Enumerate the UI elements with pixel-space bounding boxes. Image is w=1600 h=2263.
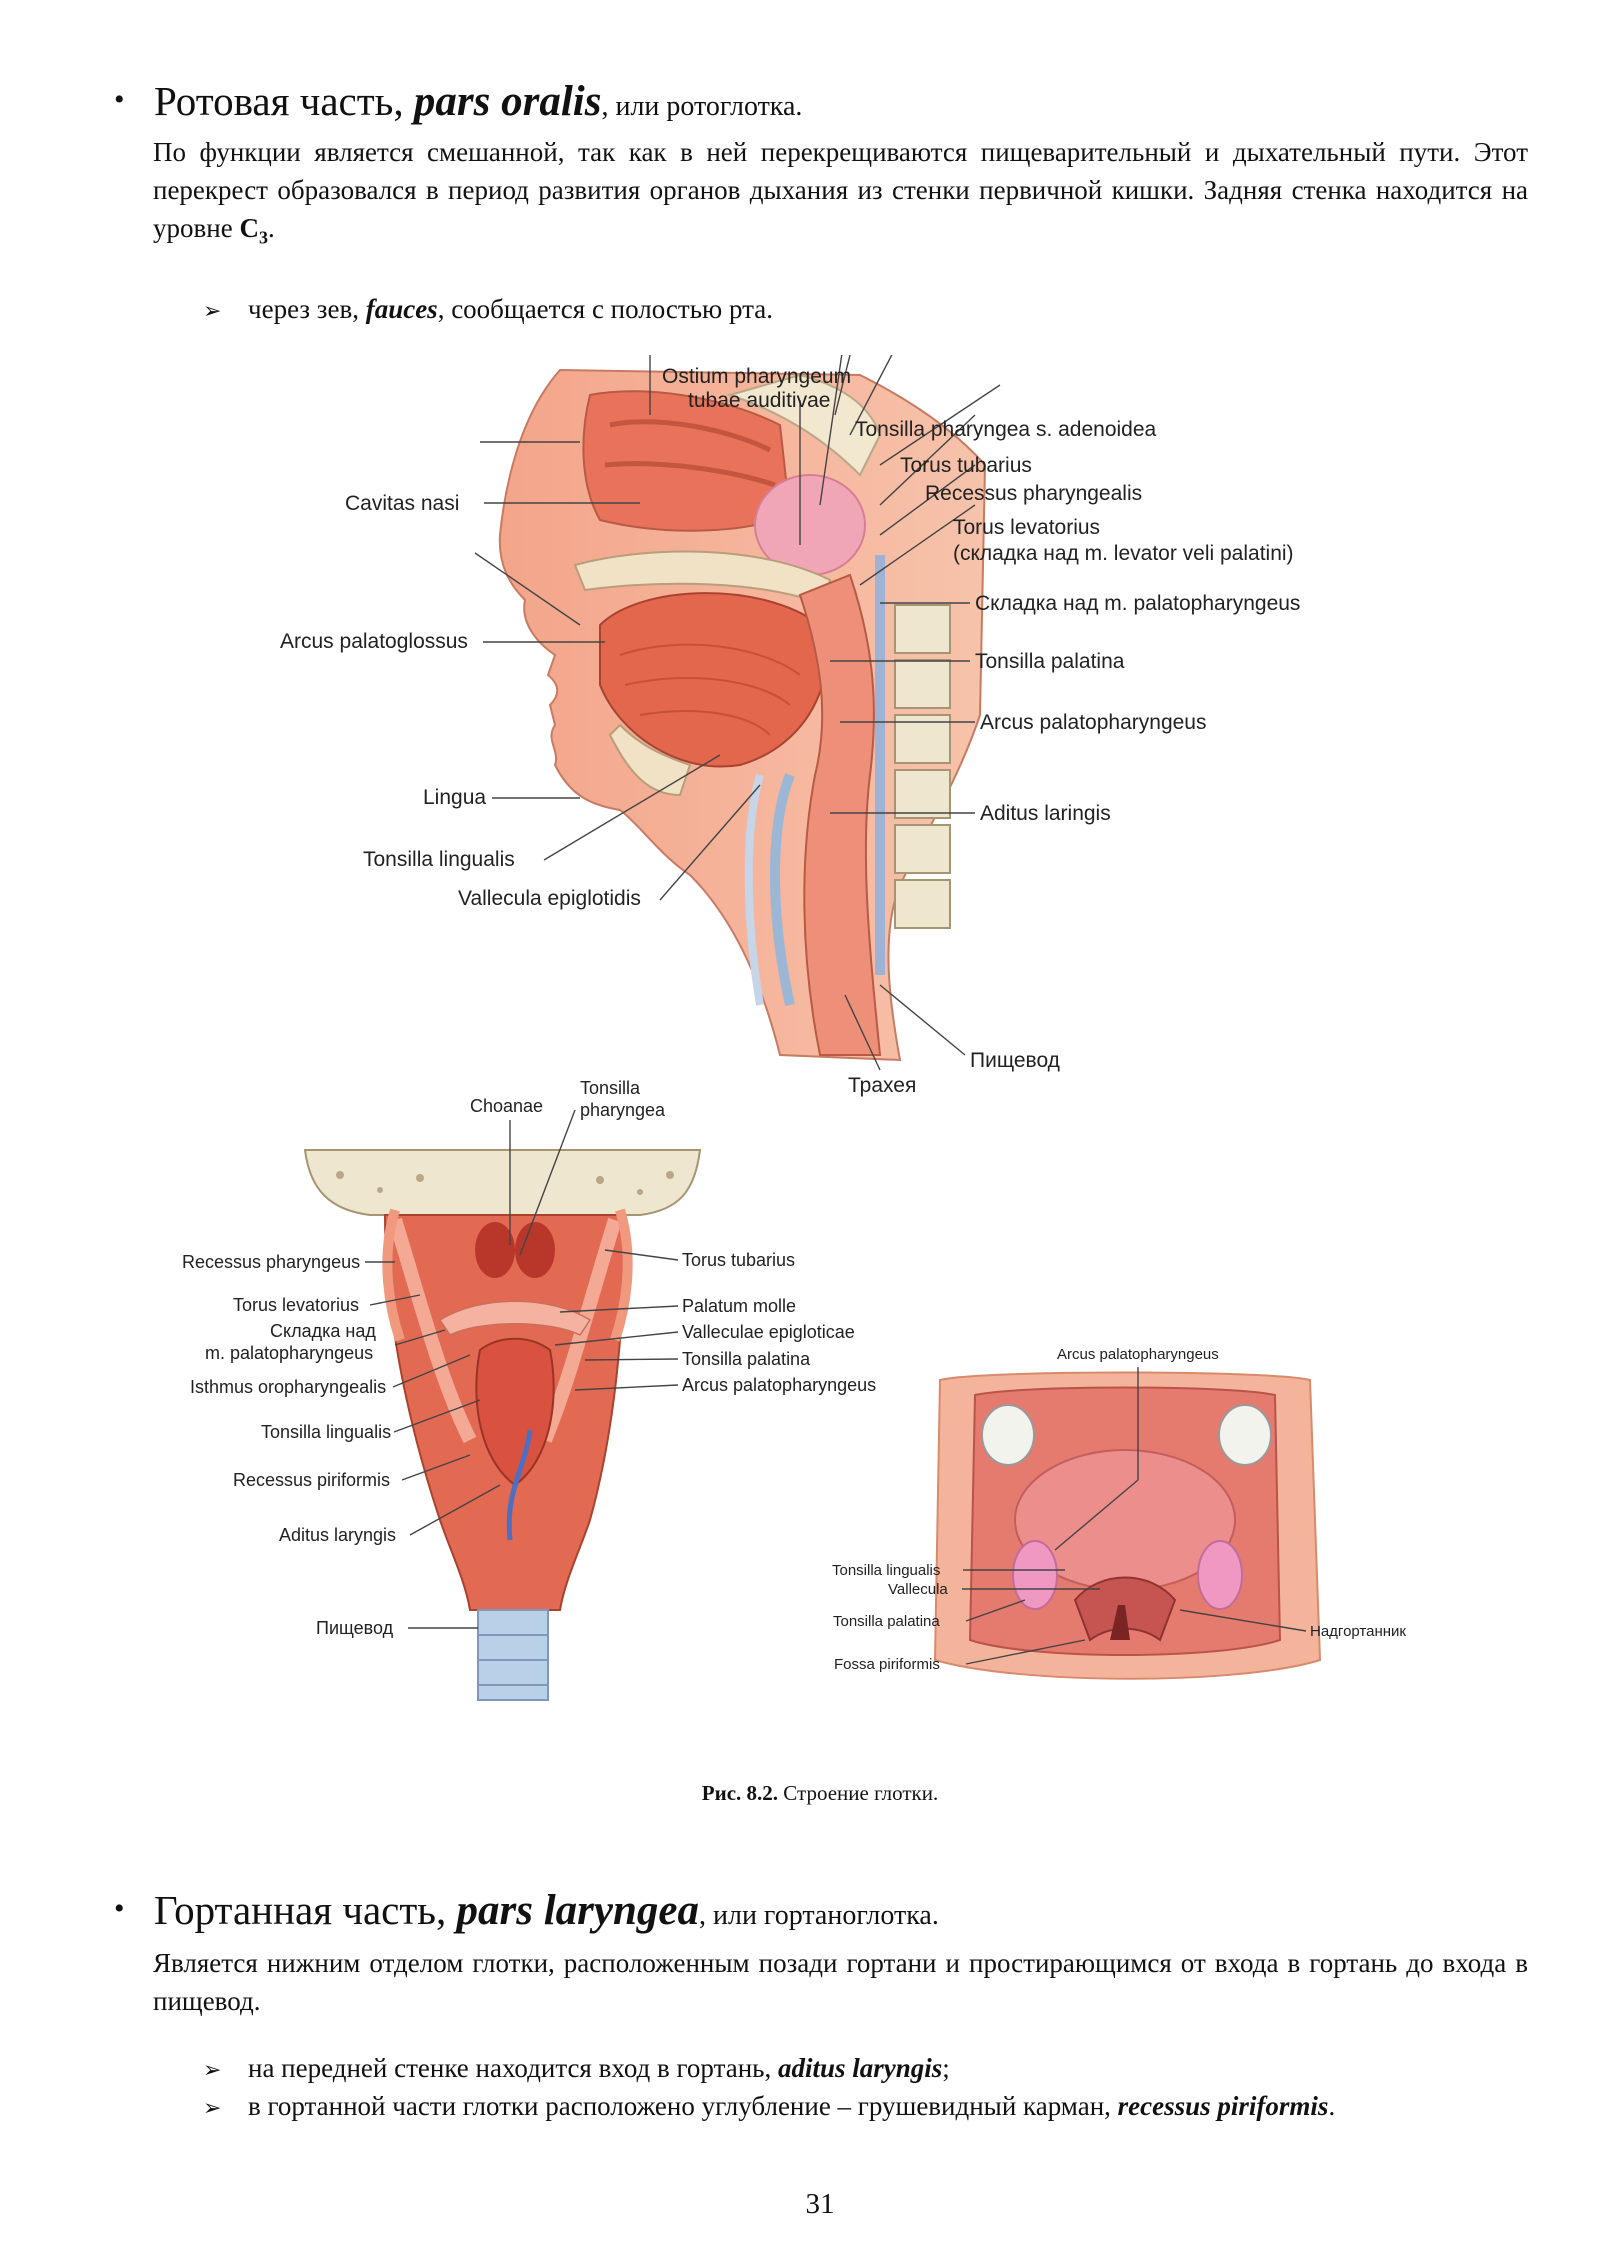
label-arcus: Arcus palatopharyngeus bbox=[682, 1375, 876, 1395]
label-tonsilla-lingualis: Tonsilla lingualis bbox=[261, 1422, 391, 1442]
label-traheya: Трахея bbox=[848, 1074, 916, 1097]
label-tonsilla-1: Tonsilla bbox=[580, 1080, 641, 1098]
label-recessus-pharyngeus: Recessus pharyngeus bbox=[182, 1252, 360, 1272]
label-valleculae: Valleculae epigloticae bbox=[682, 1322, 855, 1342]
label-nadgortannik: Надгортанник bbox=[1310, 1623, 1406, 1640]
label-pishchevod: Пищевод bbox=[970, 1049, 1060, 1072]
label-ostium-1: Ostium pharyngeum bbox=[662, 365, 851, 388]
arrow-bullet-icon: ➢ bbox=[203, 2096, 222, 2121]
label-arcus: Arcus palatopharyngeus bbox=[1057, 1346, 1219, 1363]
figure-oral-view: Arcus palatopharyngeus Tonsilla linguali… bbox=[832, 1346, 1406, 1680]
posterior-skull-base bbox=[303, 1149, 702, 1216]
tooth-left bbox=[981, 1404, 1035, 1466]
pharynx-column bbox=[798, 573, 882, 1056]
label-isthmus: Isthmus oropharyngealis bbox=[190, 1377, 386, 1397]
label-tonsilla-2: pharyngea bbox=[580, 1100, 666, 1120]
arrow-bullet-icon: ➢ bbox=[203, 2058, 222, 2083]
figure-sagittal-section: Ostium pharyngeum tubae auditivae Tonsil… bbox=[280, 355, 1300, 1097]
label-torus-tubarius: Torus tubarius bbox=[900, 454, 1032, 477]
bullet-dot: • bbox=[114, 83, 125, 116]
bullet-aditus: ➢на передней стенке находится вход в гор… bbox=[203, 2049, 950, 2090]
bullet-recessus: ➢в гортанной части глотки расположено уг… bbox=[203, 2087, 1528, 2128]
label-tonsilla-lingualis: Tonsilla lingualis bbox=[832, 1562, 940, 1579]
label-tonsilla-lingualis: Tonsilla lingualis bbox=[363, 848, 515, 871]
label-vallecula: Vallecula epiglotidis bbox=[458, 887, 641, 910]
label-arcus-palatoglossus: Arcus palatoglossus bbox=[280, 630, 468, 653]
figure-caption: Рис. 8.2. Строение глотки. bbox=[701, 1781, 939, 1805]
label-tonsilla-pharyngea: Tonsilla pharyngea s. adenoidea bbox=[855, 418, 1157, 441]
bullet-fauces: ➢через зев, fauces, сообщается с полость… bbox=[203, 290, 773, 331]
skull-base bbox=[726, 373, 882, 477]
label-vallecula: Vallecula bbox=[888, 1581, 948, 1598]
section-paragraph-laryngeal: Является нижним отделом глотки, располож… bbox=[153, 1948, 1528, 2016]
label-pishchevod: Пищевод bbox=[316, 1618, 394, 1638]
section-heading-laryngeal: •Гортанная часть, pars laryngea, или гор… bbox=[114, 1887, 939, 1934]
section-heading-oral: •Ротовая часть, pars oralis, или ротогло… bbox=[114, 78, 803, 125]
label-tonsilla-palatina: Tonsilla palatina bbox=[833, 1613, 940, 1630]
sagittal-leader-lines-2 bbox=[483, 502, 975, 1071]
page-number: 31 bbox=[805, 2188, 835, 2220]
label-skladka: Складка над m. palatopharyngeus bbox=[975, 592, 1300, 615]
label-skladka-1: Складка над bbox=[270, 1321, 376, 1341]
section-paragraph-oral: По функции является смешанной, так как в… bbox=[153, 137, 1528, 248]
posterior-epiglottis bbox=[475, 1337, 555, 1487]
posterior-esophagus bbox=[477, 1609, 549, 1701]
tooth-right bbox=[1218, 1404, 1272, 1466]
label-choanae: Choanae bbox=[470, 1096, 543, 1116]
label-tonsilla-palatina: Tonsilla palatina bbox=[975, 650, 1125, 673]
figure-posterior-view: Choanae Tonsilla pharyngea Recessus phar… bbox=[182, 1080, 876, 1701]
label-torus-levatorius-2: (складка над m. levator veli palatini) bbox=[953, 542, 1294, 565]
label-skladka-2: m. palatopharyngeus bbox=[205, 1343, 373, 1363]
tonsil-right bbox=[1197, 1540, 1243, 1610]
bullet-dot: • bbox=[114, 1892, 125, 1925]
label-palatum-molle: Palatum molle bbox=[682, 1296, 796, 1316]
label-torus-levatorius: Torus levatorius bbox=[233, 1295, 359, 1315]
label-aditus-laryngis: Aditus laryngis bbox=[279, 1525, 396, 1545]
tonsil-left bbox=[1012, 1540, 1058, 1610]
mandible bbox=[608, 723, 692, 797]
label-torus-levatorius-1: Torus levatorius bbox=[953, 516, 1100, 539]
label-recessus-pharyngealis: Recessus pharyngealis bbox=[925, 482, 1142, 505]
label-recessus-piriformis: Recessus piriformis bbox=[233, 1470, 390, 1490]
label-aditus-laringis: Aditus laringis bbox=[980, 802, 1111, 825]
oral-leader-lines bbox=[962, 1367, 1307, 1665]
sagittal-leader-lines bbox=[474, 355, 1001, 626]
arrow-bullet-icon: ➢ bbox=[203, 299, 222, 324]
label-arcus-palatopharyngeus: Arcus palatopharyngeus bbox=[980, 711, 1206, 734]
label-cavitas-nasi: Cavitas nasi bbox=[345, 492, 459, 515]
label-ostium-2: tubae auditivae bbox=[688, 389, 830, 412]
nasal-cavity bbox=[582, 390, 792, 532]
posterior-leader-lines bbox=[365, 1109, 679, 1629]
cervical-spine bbox=[875, 555, 951, 975]
label-lingua: Lingua bbox=[423, 786, 486, 809]
label-torus-tubarius: Torus tubarius bbox=[682, 1250, 795, 1270]
label-tonsilla-palatina: Tonsilla palatina bbox=[682, 1349, 811, 1369]
label-fossa: Fossa piriformis bbox=[834, 1656, 940, 1673]
